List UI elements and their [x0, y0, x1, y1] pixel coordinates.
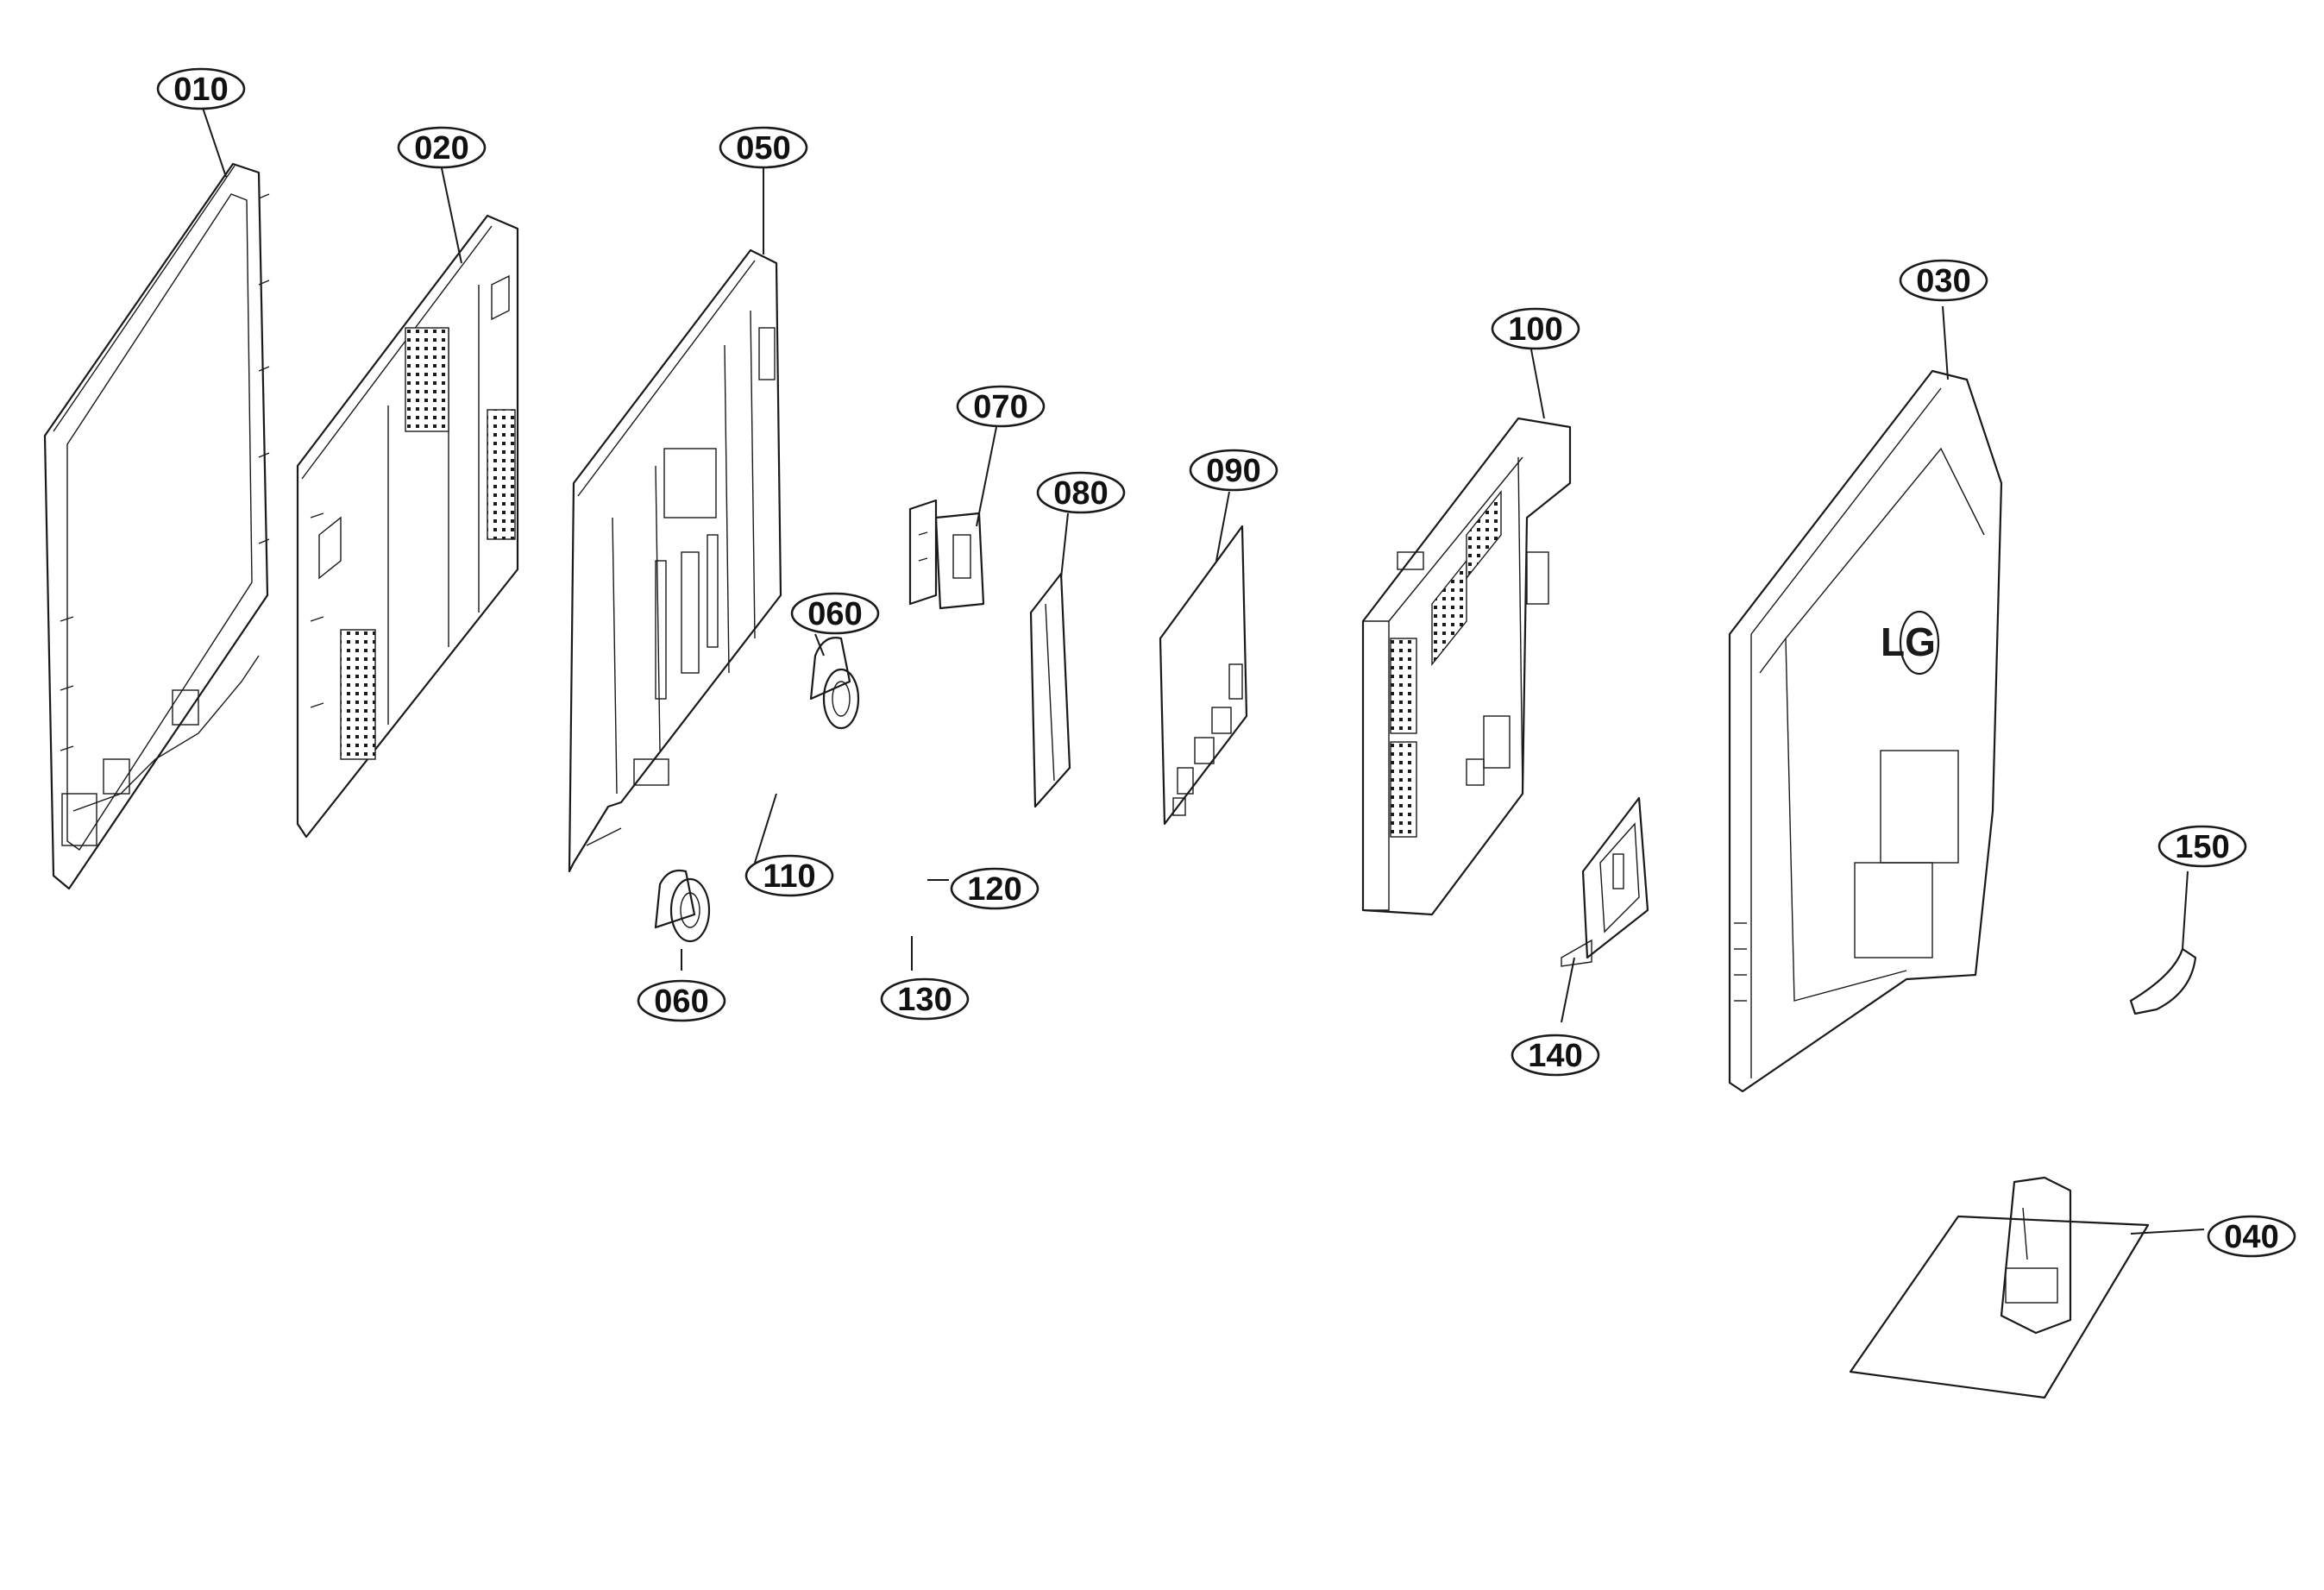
svg-text:110: 110	[763, 858, 815, 895]
svg-text:100: 100	[1508, 311, 1562, 348]
callout-060-lower: 060	[637, 979, 726, 1022]
callout-120: 120	[950, 867, 1040, 910]
part-090-main-board	[1159, 525, 1248, 826]
svg-text:040: 040	[2224, 1219, 2278, 1255]
callout-080: 080	[1036, 471, 1126, 514]
svg-text:140: 140	[1528, 1038, 1582, 1074]
svg-text:060: 060	[807, 596, 862, 632]
part-140-stand-bracket	[1561, 796, 1649, 967]
svg-text:070: 070	[973, 389, 1027, 425]
callout-130: 130	[880, 977, 970, 1021]
part-080-pcb	[1029, 572, 1071, 808]
part-070-bracket	[908, 499, 985, 610]
callout-050: 050	[719, 126, 808, 169]
callout-030: 030	[1899, 259, 1988, 302]
part-010-front-bezel	[43, 162, 270, 890]
callout-150: 150	[2158, 825, 2247, 868]
callout-040: 040	[2207, 1215, 2296, 1258]
callout-100: 100	[1491, 307, 1580, 350]
part-030-rear-cover: LG	[1728, 369, 2003, 1093]
svg-text:130: 130	[897, 982, 952, 1018]
svg-text:010: 010	[173, 72, 228, 108]
svg-text:030: 030	[1916, 263, 1970, 299]
svg-text:120: 120	[967, 871, 1021, 908]
callout-070: 070	[956, 385, 1046, 428]
callout-140: 140	[1511, 1034, 1600, 1077]
part-060-speaker-lower	[654, 869, 711, 943]
part-100-rear-shield	[1361, 417, 1572, 916]
lg-logo: LG	[1881, 619, 1936, 664]
callout-010: 010	[156, 67, 246, 110]
svg-text:090: 090	[1206, 453, 1260, 489]
part-020-lcd-panel	[296, 214, 519, 839]
callout-060-upper: 060	[790, 592, 880, 635]
part-060-speaker-upper	[809, 637, 860, 730]
part-150-hook	[2129, 947, 2197, 1015]
svg-text:050: 050	[736, 130, 790, 167]
callout-090: 090	[1189, 449, 1278, 492]
leader-lines	[202, 107, 2205, 1235]
callout-110: 110	[744, 854, 834, 897]
svg-text:150: 150	[2175, 829, 2229, 865]
part-050-main-chassis	[568, 248, 782, 873]
svg-text:080: 080	[1053, 475, 1108, 512]
callout-020: 020	[397, 126, 487, 169]
part-040-stand-base	[1849, 1176, 2150, 1399]
svg-text:060: 060	[654, 984, 708, 1020]
svg-text:020: 020	[414, 130, 468, 167]
